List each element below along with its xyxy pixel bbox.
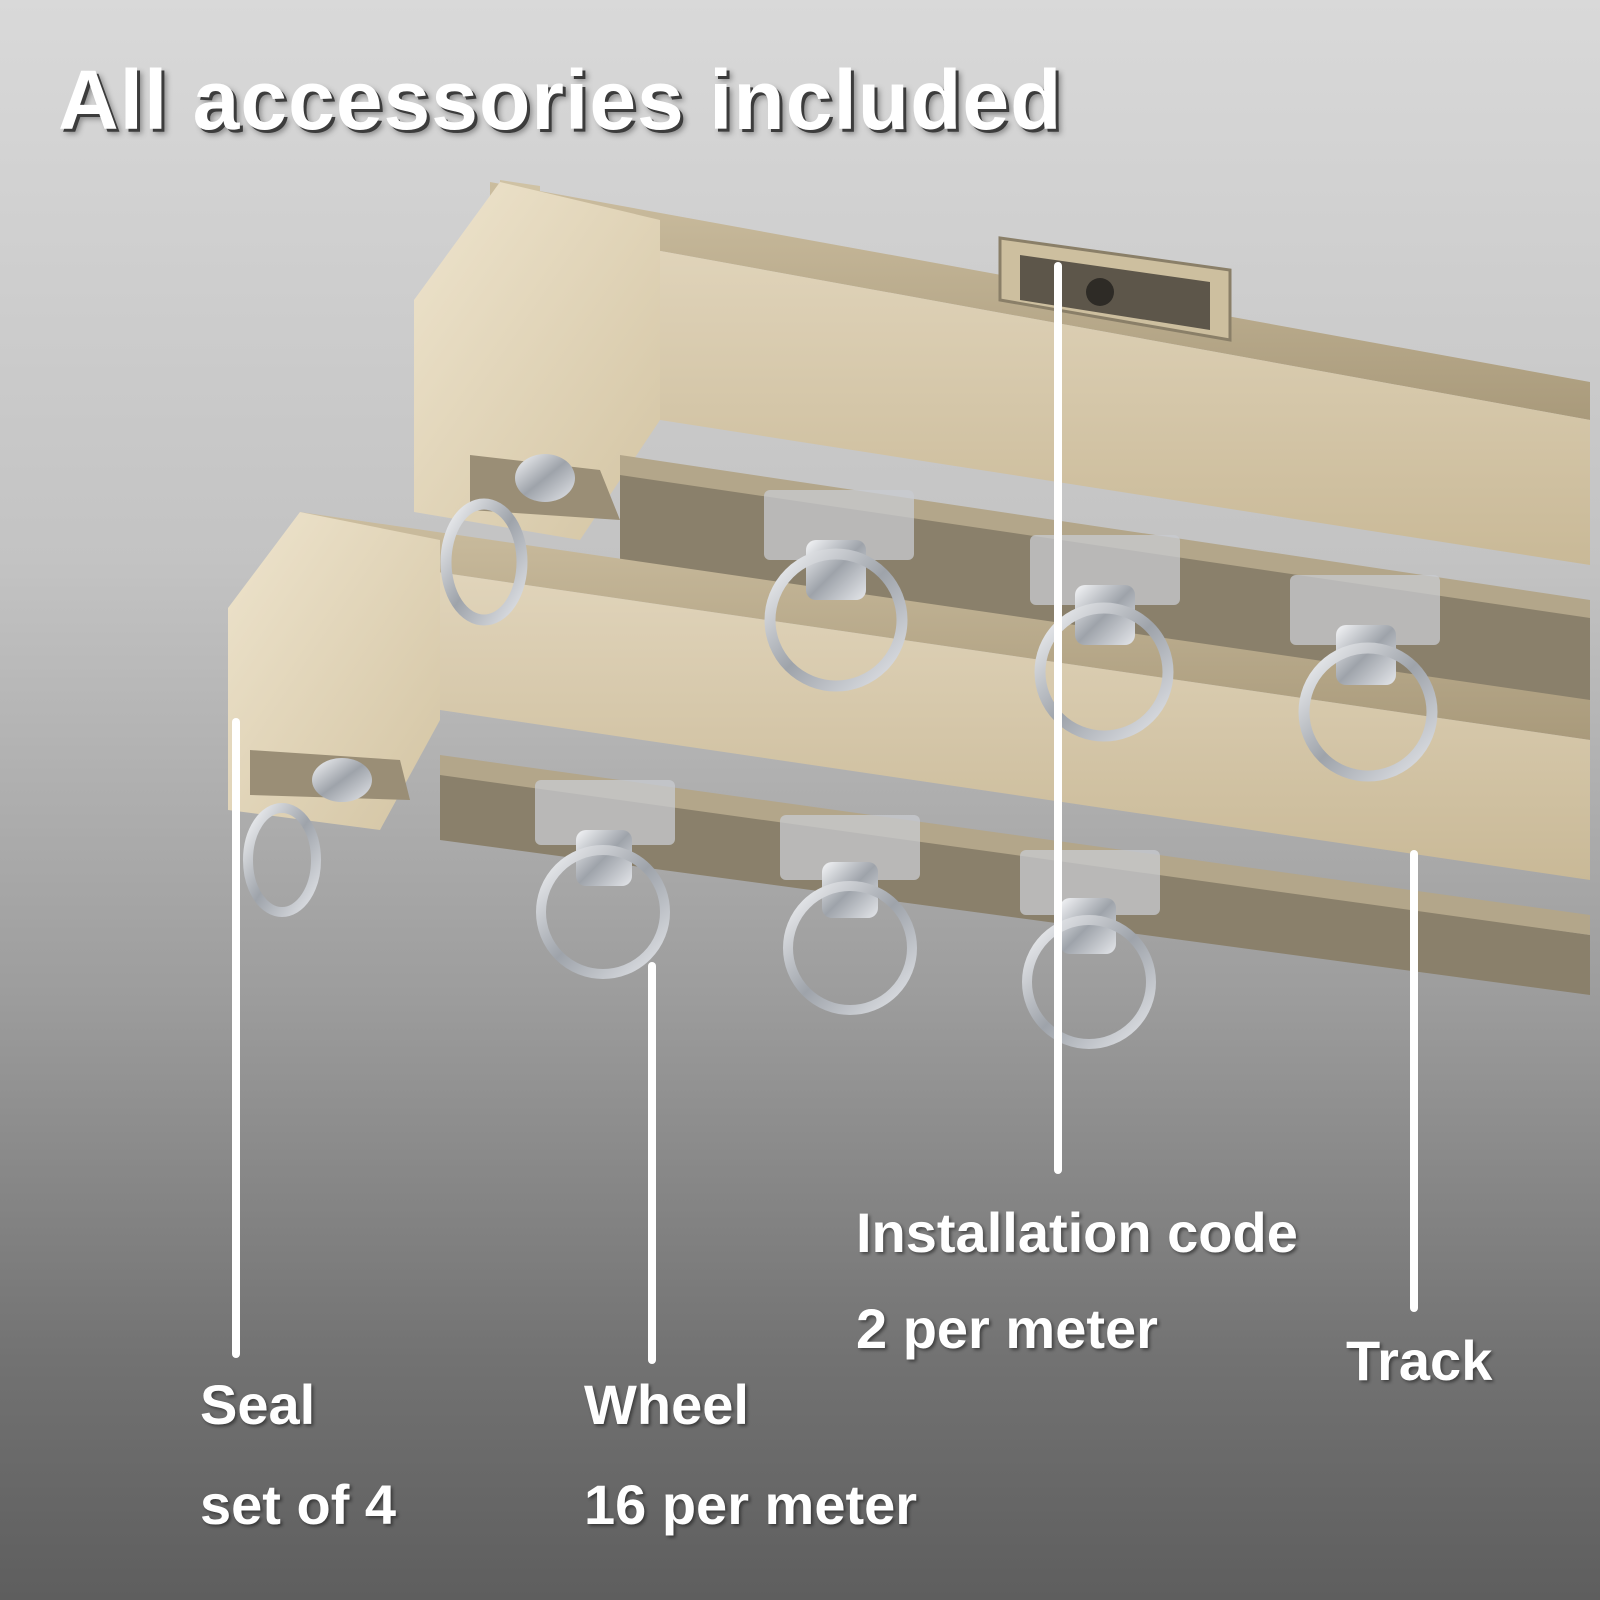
wheel-runners	[535, 490, 1440, 1049]
headline: All accessories included	[58, 53, 1063, 147]
seal-label: Seal	[200, 1373, 316, 1436]
track-callout-line	[1410, 850, 1418, 1312]
wheel-detail: 16 per meter	[584, 1473, 918, 1536]
track-label: Track	[1346, 1329, 1493, 1392]
seal-hooks	[243, 454, 575, 917]
installation-code-callout-line	[1054, 262, 1062, 1174]
installation-code-detail: 2 per meter	[856, 1297, 1158, 1360]
lower-track	[228, 512, 1590, 995]
installation-code-label: Installation code	[856, 1201, 1298, 1264]
wheel-callout-line	[648, 962, 656, 1364]
seal-detail: set of 4	[200, 1473, 397, 1536]
seal-callout-line	[232, 718, 240, 1358]
installation-code-bracket	[998, 236, 1232, 342]
wheel-label: Wheel	[584, 1373, 749, 1436]
